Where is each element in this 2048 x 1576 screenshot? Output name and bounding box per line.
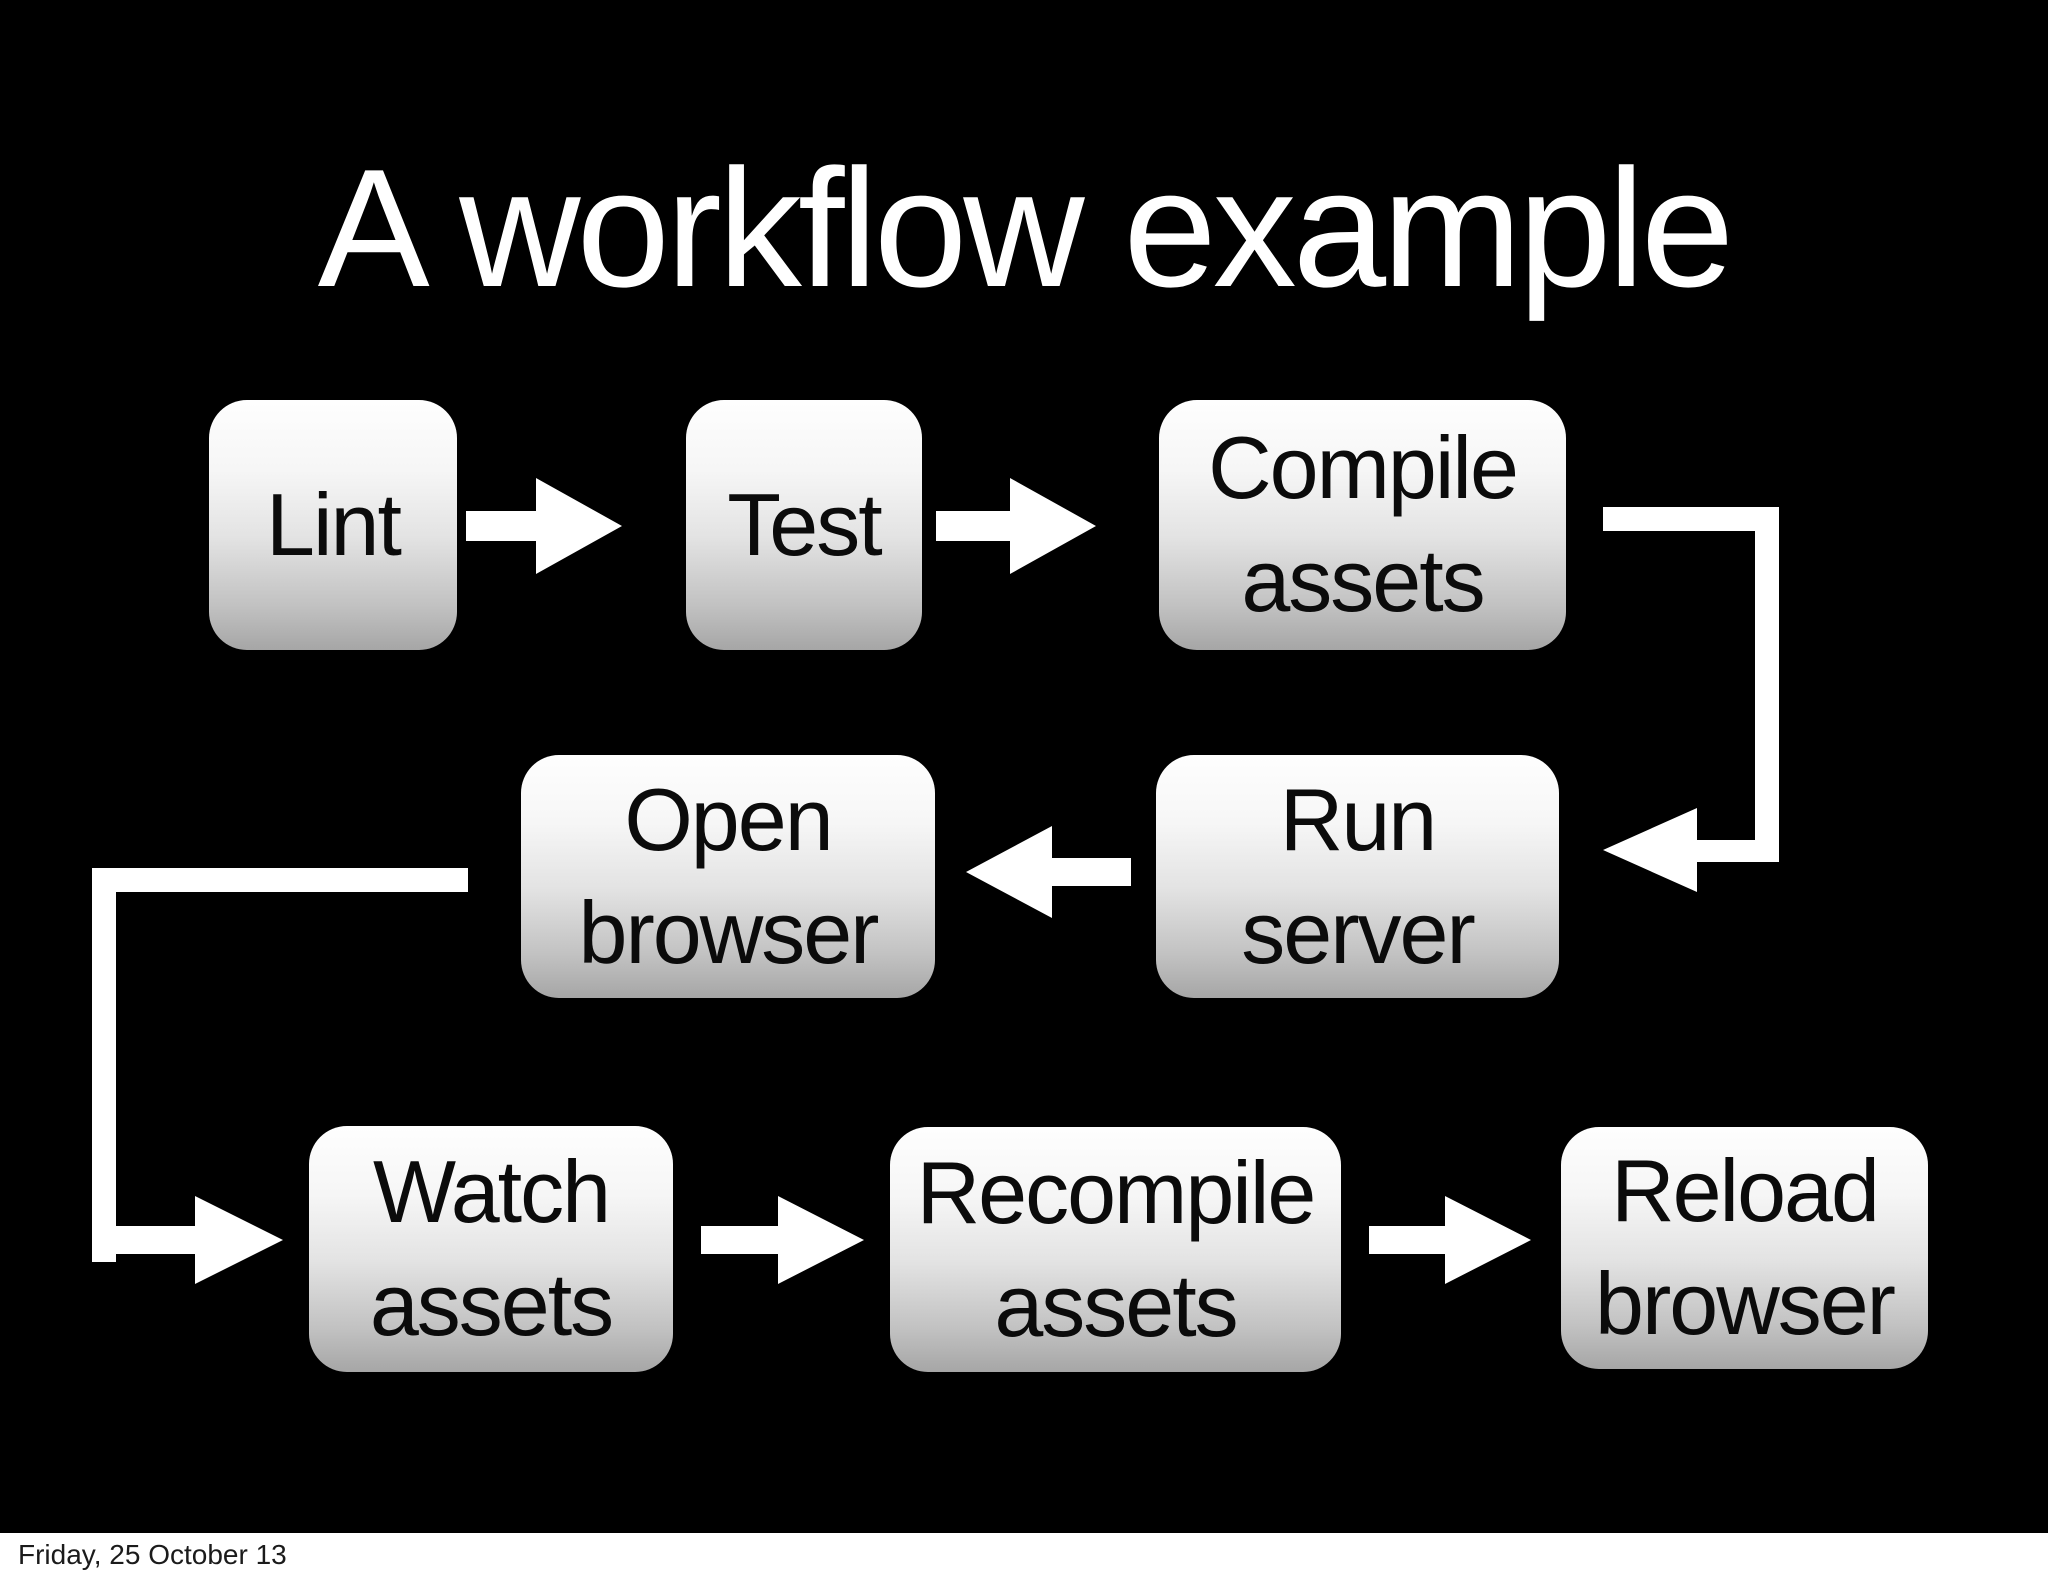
node-lint: Lint	[209, 400, 457, 650]
arrow-run-server-to-open-browser	[966, 826, 1131, 918]
footer-date: Friday, 25 October 13	[18, 1538, 287, 1570]
node-test-label: Test	[727, 474, 882, 574]
arrow-watch-assets-to-recompile-assets	[701, 1196, 864, 1284]
arrow-lint-to-test	[466, 478, 622, 574]
slide-background: A workflow example Lint Test Compile ass…	[0, 0, 2048, 1533]
arrow-recompile-assets-to-reload-browser	[1369, 1196, 1531, 1284]
arrow-test-to-compile-assets	[936, 478, 1096, 574]
node-watch-assets-label: Watch assets	[369, 1142, 614, 1354]
node-test: Test	[686, 400, 922, 650]
node-recompile-assets-label: Recompile assets	[916, 1142, 1317, 1355]
node-recompile-assets: Recompile assets	[890, 1127, 1341, 1372]
node-lint-label: Lint	[266, 474, 402, 574]
node-open-browser: Open browser	[521, 755, 935, 998]
slide-footer: Friday, 25 October 13	[0, 1533, 2048, 1576]
node-reload-browser-label: Reload browser	[1595, 1141, 1896, 1353]
slide-title: A workflow example	[317, 134, 1735, 322]
node-reload-browser: Reload browser	[1561, 1127, 1928, 1369]
node-run-server-label: Run server	[1241, 769, 1476, 982]
node-compile-assets-label: Compile assets	[1208, 418, 1519, 630]
node-watch-assets: Watch assets	[309, 1126, 673, 1372]
connector-compile-assets-to-run-server	[1603, 507, 1779, 892]
node-open-browser-label: Open browser	[578, 769, 880, 982]
node-run-server: Run server	[1156, 755, 1559, 998]
node-compile-assets: Compile assets	[1159, 400, 1566, 650]
